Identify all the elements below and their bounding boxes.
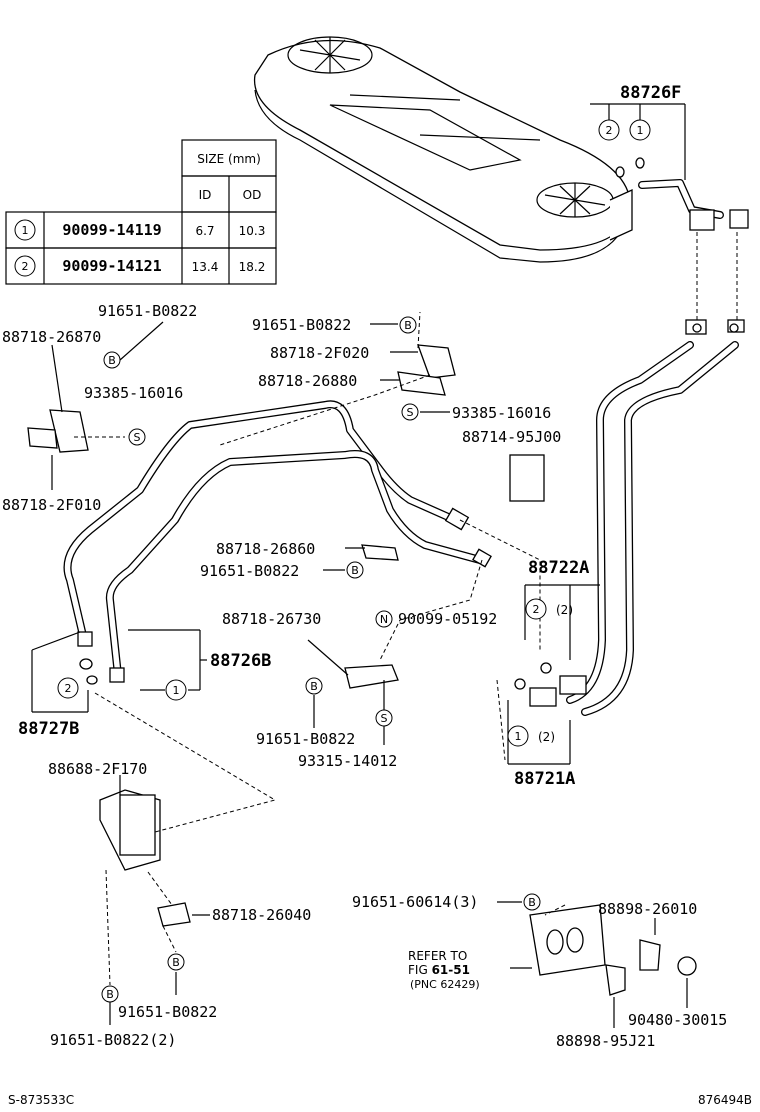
label-88727B: 88727B <box>18 719 79 739</box>
label-88688-2F170: 88688-2F170 <box>48 760 147 778</box>
callout-S-93385-a-text: S <box>134 431 141 444</box>
label-93315-14012: 93315-14012 <box>298 752 397 770</box>
label-88718-26860: 88718-26860 <box>216 540 315 558</box>
callout-2-88722A-text: 2 <box>533 603 540 616</box>
label-91651-B0822-c: 91651-B0822 <box>200 562 299 580</box>
label-93385-16016-a: 93385-16016 <box>84 384 183 402</box>
size-header: SIZE (mm) <box>197 152 261 166</box>
size-table: SIZE (mm) ID OD 1 90099-14119 6.7 10.3 2… <box>5 139 277 285</box>
marker-circle-2 <box>14 255 36 277</box>
label-88714-95J00: 88714-95J00 <box>462 428 561 446</box>
callout-S-93385-b-text: S <box>407 406 414 419</box>
callout-B-91651-d <box>305 677 323 695</box>
label-88718-26870: 88718-26870 <box>2 328 101 346</box>
callout-1-88726B-text: 1 <box>173 684 180 697</box>
clamp-bracket-drawings <box>27 157 739 996</box>
refer-fig-line: FIG 61-51 <box>408 963 470 977</box>
footer-left-code: S-873533C <box>8 1093 74 1107</box>
callout-B-91651-b-text: B <box>404 319 412 332</box>
refer-fig-number: 61-51 <box>432 963 470 977</box>
row2-id: 13.4 <box>192 260 219 274</box>
refer-pnc-line: (PNC 62429) <box>410 978 480 991</box>
marker-circle-1 <box>14 219 36 241</box>
label-91651-B0822-a: 91651-B0822 <box>98 302 197 320</box>
cooler-pipes <box>63 179 749 716</box>
label-88726B: 88726B <box>210 651 271 671</box>
callout-B-91651-e-text: B <box>172 956 180 969</box>
part-labels: 88726F 91651-B0822 88718-26870 93385-160… <box>2 83 727 1050</box>
label-88718-2F010: 88718-2F010 <box>2 496 101 514</box>
callout-B-91651-a <box>103 351 121 369</box>
callout-B-91651-e <box>167 953 185 971</box>
callout-B-91651-2 <box>101 985 119 1003</box>
label-88718-26730: 88718-26730 <box>222 610 321 628</box>
refer-fig-prefix: FIG <box>408 963 432 977</box>
label-93385-16016-b: 93385-16016 <box>452 404 551 422</box>
qty-88722A: (2) <box>556 603 573 617</box>
row1-key: 1 <box>22 224 29 237</box>
label-88718-26040: 88718-26040 <box>212 906 311 924</box>
callout-N-90099-text: N <box>380 613 388 626</box>
label-88722A: 88722A <box>528 558 589 578</box>
callout-B-91651-b <box>399 316 417 334</box>
row2-key: 2 <box>22 260 29 273</box>
callout-2-88727B-text: 2 <box>65 682 72 695</box>
label-88721A: 88721A <box>514 769 575 789</box>
row2-part-number: 90099-14121 <box>62 257 161 275</box>
id-column-header: ID <box>199 188 212 202</box>
label-91651-60614: 91651-60614(3) <box>352 893 478 911</box>
callout-S-93315-text: S <box>381 712 388 725</box>
callout-1-88721A-text: 1 <box>515 730 522 743</box>
callout-B-91651-c-text: B <box>351 564 359 577</box>
callout-S-93385-a <box>128 428 146 446</box>
row2-od: 18.2 <box>239 260 266 274</box>
footer-right-code: 876494B <box>698 1093 752 1107</box>
label-88726F: 88726F <box>620 83 681 103</box>
label-91651-B0822-d: 91651-B0822 <box>256 730 355 748</box>
callout-N-90099 <box>375 610 393 628</box>
air-duct-drawing <box>253 36 633 263</box>
callout-2-88726F <box>598 119 620 141</box>
leader-lines <box>31 103 738 1028</box>
callout-B-91651-60614 <box>523 893 541 911</box>
label-88898-95J21: 88898-95J21 <box>556 1032 655 1050</box>
callout-2-88727B <box>57 677 79 699</box>
callout-S-93315 <box>375 709 393 727</box>
label-91651-B0822-e: 91651-B0822 <box>118 1003 217 1021</box>
label-88898-26010: 88898-26010 <box>598 900 697 918</box>
callout-B-91651-a-text: B <box>108 354 116 367</box>
callout-B-91651-c <box>346 561 364 579</box>
callout-B-91651-d-text: B <box>310 680 318 693</box>
callout-markers: 2 1 B S B S B N 2 (2) 1 2 B S 1 (2) B B <box>57 119 651 1003</box>
label-88718-2F020: 88718-2F020 <box>270 344 369 362</box>
label-90099-05192: 90099-05192 <box>398 610 497 628</box>
label-91651-B0822-2: 91651-B0822(2) <box>50 1031 176 1049</box>
callout-B-91651-2-text: B <box>106 988 114 1001</box>
callout-S-93385-b <box>401 403 419 421</box>
od-column-header: OD <box>243 188 262 202</box>
qty-88721A: (2) <box>538 730 555 744</box>
callout-2-88726F-text: 2 <box>606 124 613 137</box>
row1-od: 10.3 <box>239 224 266 238</box>
label-90480-30015: 90480-30015 <box>628 1011 727 1029</box>
callout-1-88726B <box>165 679 187 701</box>
callout-1-88726F-text: 1 <box>637 124 644 137</box>
row1-id: 6.7 <box>195 224 214 238</box>
callout-1-88721A <box>507 725 529 747</box>
callout-1-88726F <box>629 119 651 141</box>
label-91651-B0822-b: 91651-B0822 <box>252 316 351 334</box>
refer-to-line: REFER TO <box>408 949 467 963</box>
row1-part-number: 90099-14119 <box>62 221 161 239</box>
callout-2-88722A <box>525 598 547 620</box>
label-88718-26880: 88718-26880 <box>258 372 357 390</box>
callout-B-91651-60614-text: B <box>528 896 536 909</box>
